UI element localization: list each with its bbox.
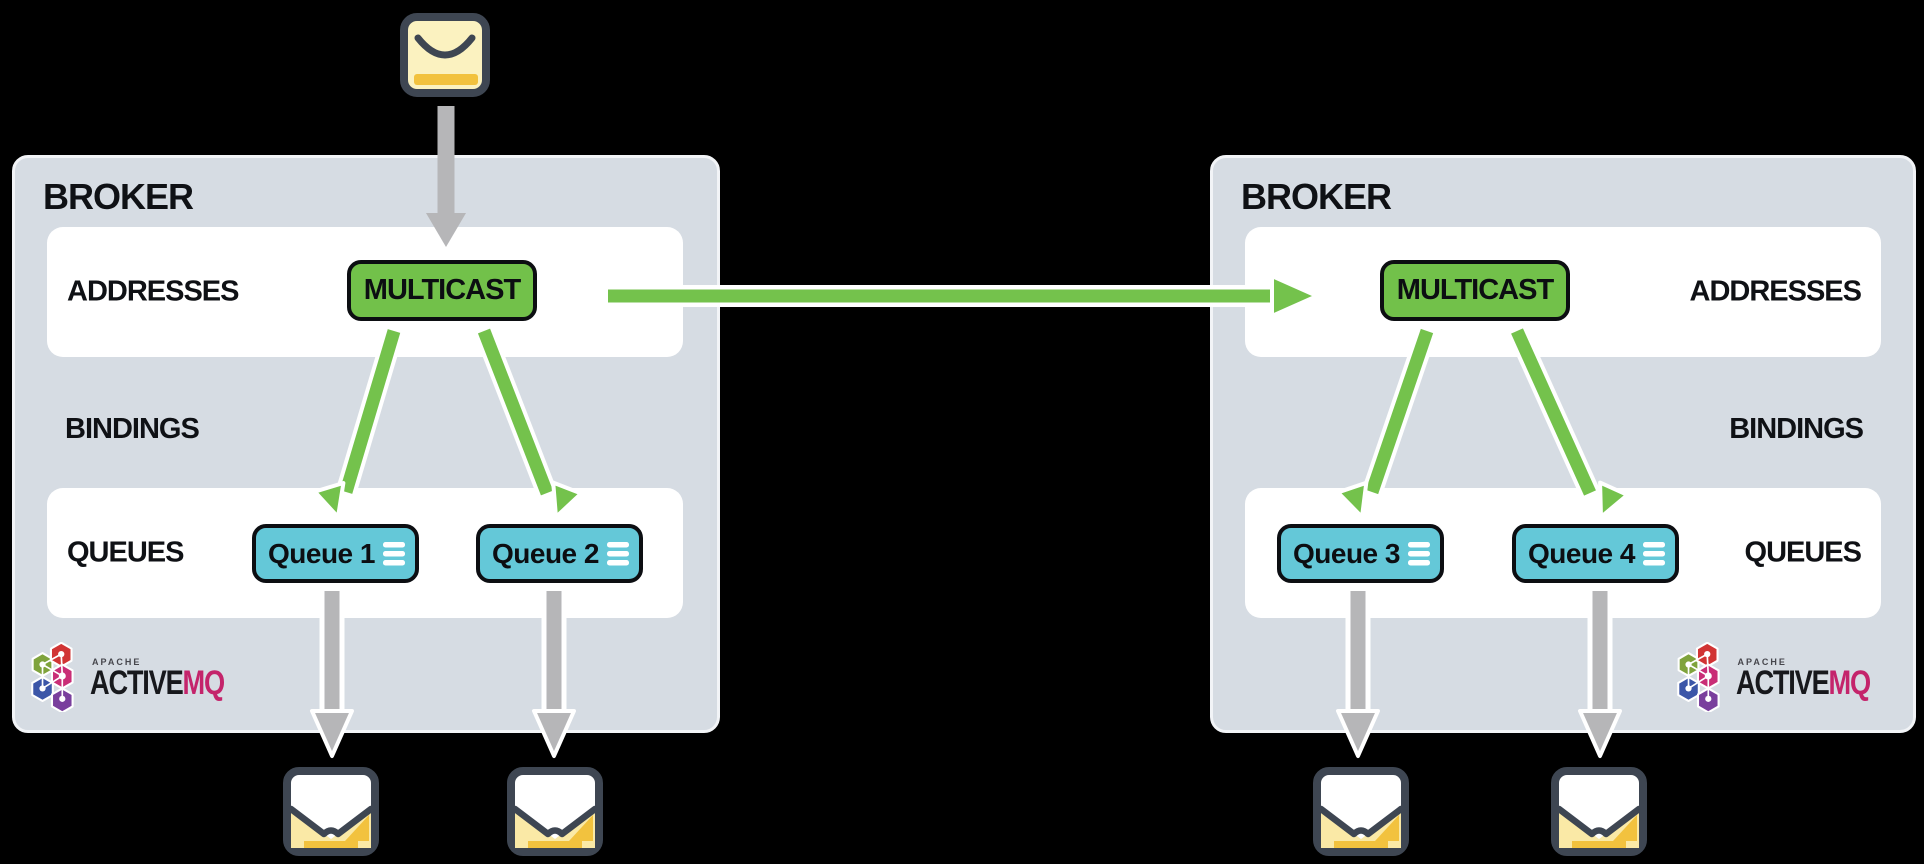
multicast-address-node: MULTICAST	[347, 260, 537, 321]
activemq-wordmark: ACTIVEMQ	[90, 663, 225, 702]
activemq-hexagons-icon	[31, 642, 74, 712]
open-envelope-icon	[283, 767, 379, 856]
bindings-label: BINDINGS	[1729, 413, 1864, 445]
open-envelope-icon	[1551, 767, 1647, 856]
queue-3-label: Queue 3	[1293, 537, 1400, 569]
activemq-wordmark: ACTIVEMQ	[1735, 663, 1871, 702]
addresses-label: ADDRESSES	[1689, 275, 1862, 308]
queues-label: QUEUES	[67, 536, 184, 569]
multicast-label: MULTICAST	[363, 274, 521, 306]
broker-panel-left: BROKER ADDRESSES MULTICAST BINDINGS QUEU…	[12, 155, 720, 733]
queue-list-icon	[1408, 541, 1430, 565]
addresses-row: ADDRESSES MULTICAST	[47, 227, 683, 357]
queue-3-node: Queue 3	[1277, 524, 1444, 583]
queue-list-icon	[383, 541, 405, 565]
queue-1-label: Queue 1	[268, 537, 375, 569]
queue-4-node: Queue 4	[1512, 524, 1679, 583]
broker-title: BROKER	[43, 176, 194, 217]
apache-label: APACHE	[1737, 656, 1787, 667]
queue-4-label: Queue 4	[1528, 537, 1635, 569]
multicast-address-node: MULTICAST	[1380, 260, 1570, 321]
addresses-row: ADDRESSES MULTICAST	[1245, 227, 1881, 357]
broker-title: BROKER	[1241, 176, 1392, 217]
activemq-logo: APACHE ACTIVEMQ	[29, 642, 257, 712]
queue-2-node: Queue 2	[476, 524, 643, 583]
queues-row: QUEUES Queue 3 Queue 4	[1245, 488, 1881, 618]
open-envelope-icon	[1313, 767, 1409, 856]
activemq-logo: APACHE ACTIVEMQ	[1675, 642, 1903, 712]
bindings-label: BINDINGS	[65, 413, 200, 445]
multicast-label: MULTICAST	[1396, 274, 1554, 306]
broker-panel-right: BROKER ADDRESSES MULTICAST BINDINGS QUEU…	[1210, 155, 1916, 733]
queue-2-label: Queue 2	[492, 537, 599, 569]
queues-row: QUEUES Queue 1 Queue 2	[47, 488, 683, 618]
queue-list-icon	[607, 541, 629, 565]
queue-1-node: Queue 1	[252, 524, 419, 583]
queue-list-icon	[1643, 541, 1665, 565]
queues-label: QUEUES	[1744, 536, 1862, 569]
open-envelope-icon	[507, 767, 603, 856]
activemq-hexagons-icon	[1676, 642, 1720, 712]
apache-label: APACHE	[92, 656, 142, 667]
addresses-label: ADDRESSES	[67, 275, 239, 308]
closed-envelope-icon	[400, 13, 490, 97]
